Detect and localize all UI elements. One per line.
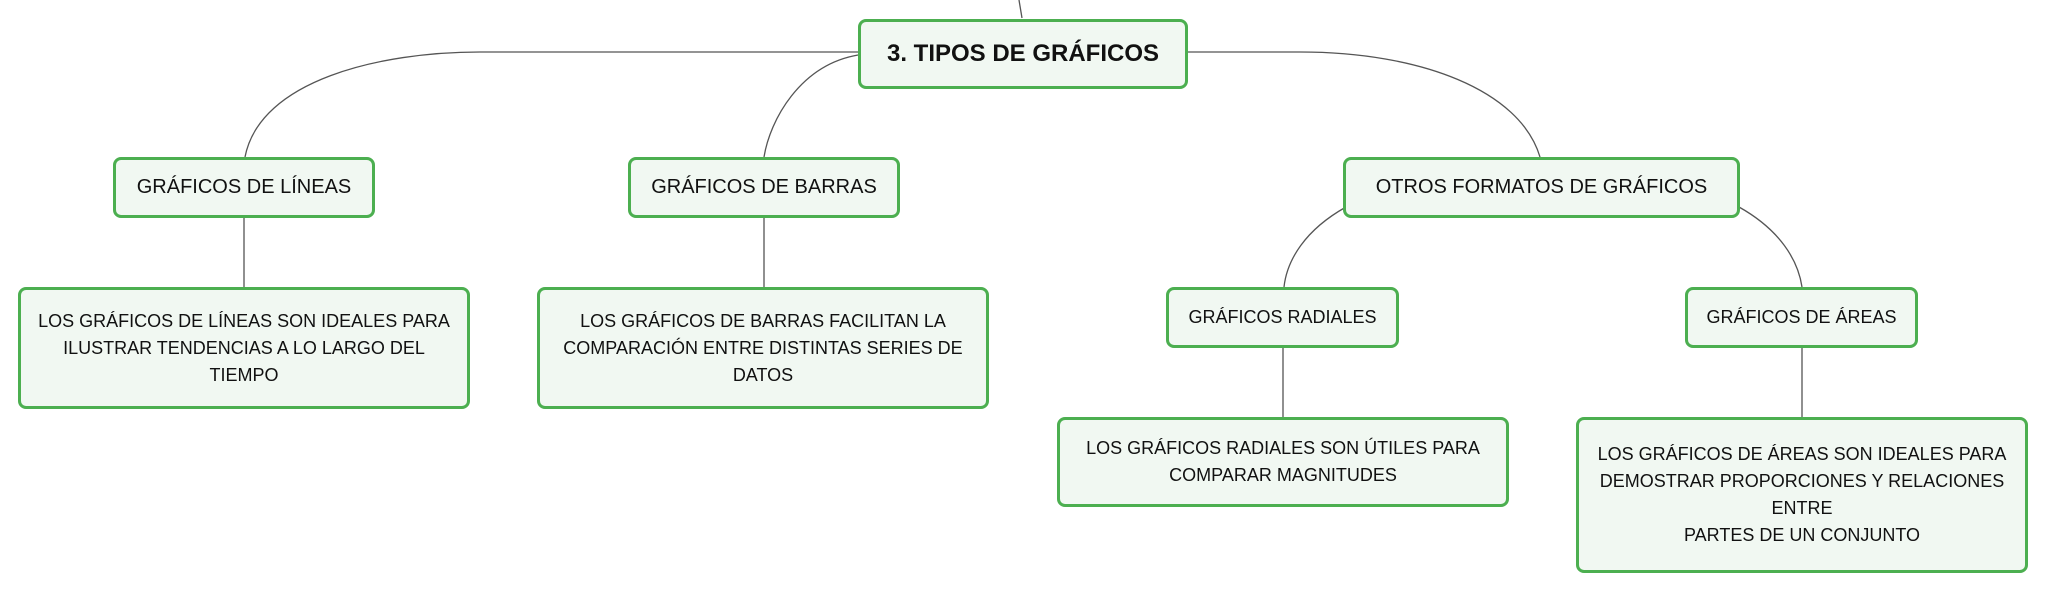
- connector-root-otros: [1187, 51, 1541, 158]
- connector-root-lineas: [244, 51, 858, 158]
- node-text: LOS GRÁFICOS DE LÍNEAS SON IDEALES PARA …: [38, 310, 450, 385]
- node-label: GRÁFICOS DE LÍNEAS: [136, 176, 352, 198]
- node-text: LOS GRÁFICOS RADIALES SON ÚTILES PARA CO…: [1086, 438, 1480, 485]
- node-desc-areas[interactable]: LOS GRÁFICOS DE ÁREAS SON IDEALES PARA D…: [1576, 417, 2028, 573]
- node-graficos-de-areas[interactable]: GRÁFICOS DE ÁREAS: [1685, 287, 1918, 348]
- node-label: OTROS FORMATOS DE GRÁFICOS: [1375, 176, 1708, 198]
- root-title: 3. TIPOS DE GRÁFICOS: [886, 40, 1160, 67]
- node-desc-radiales[interactable]: LOS GRÁFICOS RADIALES SON ÚTILES PARA CO…: [1057, 417, 1509, 507]
- node-label: GRÁFICOS DE BARRAS: [651, 176, 877, 198]
- node-desc-barras[interactable]: LOS GRÁFICOS DE BARRAS FACILITAN LA COMP…: [537, 287, 989, 409]
- node-graficos-de-lineas[interactable]: GRÁFICOS DE LÍNEAS: [113, 157, 375, 218]
- connector-parent-root: [1018, 0, 1023, 19]
- node-text: LOS GRÁFICOS DE ÁREAS SON IDEALES PARA D…: [1597, 444, 2007, 545]
- connector-otros-areas: [1738, 206, 1803, 288]
- connector-root-barras: [763, 54, 859, 158]
- node-otros-formatos[interactable]: OTROS FORMATOS DE GRÁFICOS: [1343, 157, 1740, 218]
- node-label: GRÁFICOS DE ÁREAS: [1706, 307, 1897, 327]
- node-graficos-de-barras[interactable]: GRÁFICOS DE BARRAS: [628, 157, 900, 218]
- node-graficos-radiales[interactable]: GRÁFICOS RADIALES: [1166, 287, 1399, 348]
- node-text: LOS GRÁFICOS DE BARRAS FACILITAN LA COMP…: [563, 310, 963, 385]
- node-label: GRÁFICOS RADIALES: [1188, 307, 1377, 327]
- connector-otros-radiales: [1283, 206, 1347, 288]
- root-node[interactable]: 3. TIPOS DE GRÁFICOS: [858, 19, 1188, 89]
- node-desc-lineas[interactable]: LOS GRÁFICOS DE LÍNEAS SON IDEALES PARA …: [18, 287, 470, 409]
